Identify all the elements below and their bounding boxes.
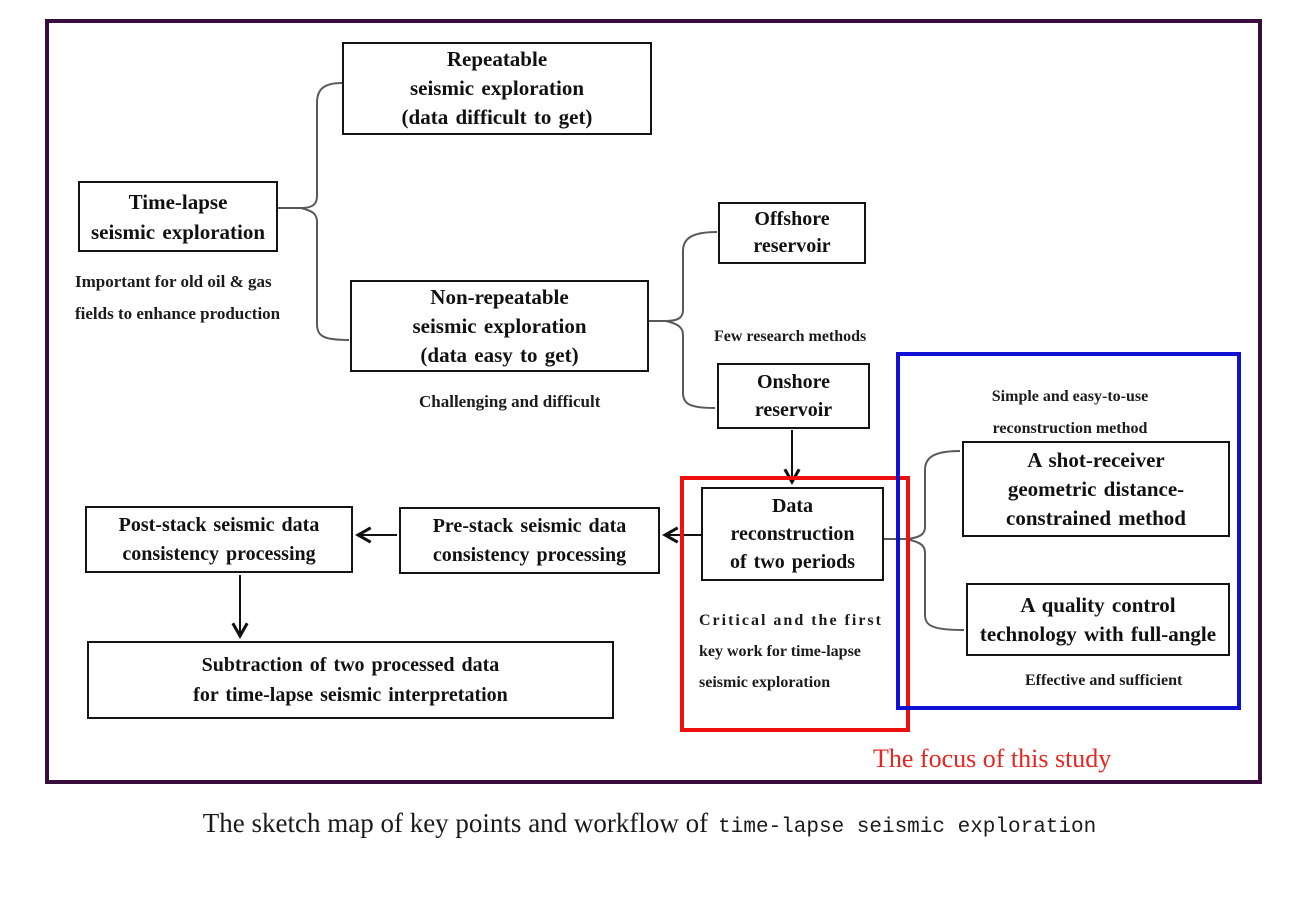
box-subtraction: Subtraction of two processed data for ti… [87,641,614,719]
box-line: reservoir [753,235,831,257]
box-line: Onshore [757,371,830,393]
note-critical-first-key-work: Critical and the first key work for time… [699,605,883,698]
box-line: Non-repeatable [430,284,569,309]
box-shot-receiver-method: A shot-receiver geometric distance- cons… [962,441,1230,537]
box-line: Repeatable [446,47,548,71]
box-timelapse-seismic: Time-lapse seismic exploration [78,181,278,252]
box-line: of two periods [729,551,856,573]
note-important-oldfields: Important for old oil & gas fields to en… [75,266,280,330]
box-line: reservoir [754,399,833,421]
box-data-reconstruction: Data reconstruction of two periods [701,487,884,581]
box-quality-control: A quality control technology with full-a… [966,583,1230,656]
box-line: A quality control [1020,592,1176,617]
box-line: Post-stack seismic data [118,513,320,536]
note-line: Important for old oil & gas [75,272,272,291]
note-line: Simple and easy-to-use [991,388,1149,405]
box-prestack-processing: Pre-stack seismic data consistency proce… [399,507,660,574]
caption-mono-text: time-lapse seismic exploration [718,816,1097,839]
box-line: seismic exploration [409,76,585,100]
box-line: Offshore [754,208,830,230]
caption-serif-text: The sketch map of key points and workflo… [202,808,709,838]
box-poststack-processing: Post-stack seismic data consistency proc… [85,506,353,573]
box-line: seismic exploration [412,313,587,338]
brace-datarecon-split [884,450,965,631]
box-line: for time-lapse seismic interpretation [193,684,508,706]
box-line: seismic exploration [90,219,266,244]
box-offshore-reservoir: Offshore reservoir [718,202,866,264]
box-repeatable-seismic: Repeatable seismic exploration (data dif… [342,42,652,135]
box-line: (data difficult to get) [401,105,593,129]
box-line: reconstruction [730,523,855,545]
note-challenging: Challenging and difficult [419,392,601,411]
diagram-outer-frame [45,19,1262,784]
figure-caption: The sketch map of key points and workflo… [0,808,1299,839]
note-line: fields to enhance production [75,304,281,323]
box-line: constrained method [1006,505,1186,530]
box-line: Data [771,495,814,517]
brace-nonrepeatable-split [649,231,718,409]
box-line: Subtraction of two processed data [201,654,500,676]
box-line: consistency processing [432,543,627,566]
box-line: A shot-receiver [1027,447,1165,472]
box-line: Pre-stack seismic data [432,514,627,537]
box-line: Time-lapse [128,189,228,214]
note-line: key work for time-lapse [699,643,861,660]
note-line: Critical and the first [699,612,883,629]
note-line: reconstruction method [992,420,1148,437]
note-line: seismic exploration [699,674,831,691]
note-few-research-methods: Few research methods [714,328,867,345]
focus-of-study-label: The focus of this study [873,744,1112,773]
box-nonrepeatable-seismic: Non-repeatable seismic exploration (data… [350,280,649,372]
note-simple-easy: Simple and easy-to-use reconstruction me… [955,381,1185,445]
box-line: technology with full-angle [979,621,1217,646]
box-line: geometric distance- [1007,476,1185,501]
note-effective-sufficient: Effective and sufficient [1025,672,1183,689]
box-line: (data easy to get) [420,342,579,367]
box-onshore-reservoir: Onshore reservoir [717,363,870,429]
box-line: consistency processing [122,542,316,565]
brace-timelapse-split [278,82,350,341]
